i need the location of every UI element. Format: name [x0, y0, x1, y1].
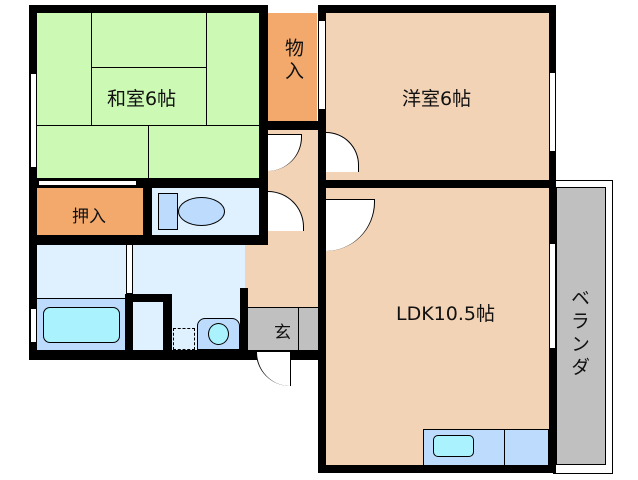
- oshiire-label: 押入: [72, 207, 106, 227]
- hallway-lower: [245, 245, 268, 310]
- washer-space: [173, 328, 195, 350]
- youshitsu-room: [326, 13, 549, 180]
- window-bath: [30, 308, 37, 343]
- sliding-door-oshiire: [38, 180, 137, 186]
- ldk-label: LDK10.5帖: [396, 303, 495, 325]
- window-ldk: [549, 243, 556, 349]
- kitchen-sink: [433, 435, 474, 457]
- toilet-bowl: [178, 197, 225, 226]
- washbasin-bowl: [208, 323, 229, 345]
- genkan: [248, 307, 318, 350]
- youshitsu-label: 洋室6帖: [402, 88, 472, 110]
- storage-closet: [268, 13, 317, 121]
- window-youshitsu: [549, 72, 556, 152]
- storage-label: 物入: [282, 38, 304, 84]
- bathtub: [43, 307, 120, 343]
- door-entrance[interactable]: [256, 352, 291, 386]
- washitsu-label: 和室6帖: [107, 88, 177, 110]
- veranda-label: ベランダ: [568, 288, 590, 380]
- genkan-label: 玄: [274, 323, 291, 343]
- window-washitsu: [30, 73, 37, 168]
- oshiire-closet: [37, 188, 143, 235]
- ldk-room: [326, 188, 549, 465]
- toilet-tank: [158, 193, 178, 230]
